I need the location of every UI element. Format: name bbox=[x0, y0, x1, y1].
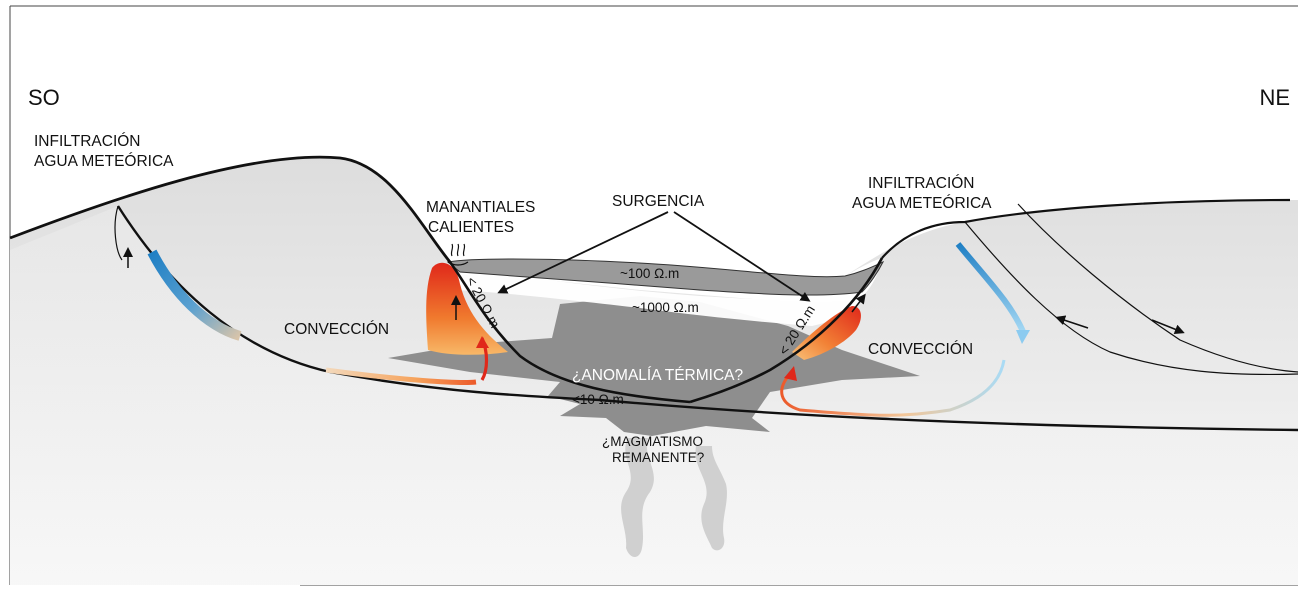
resistivity-10-label: <10 Ω.m bbox=[572, 392, 624, 407]
convection-right-label: CONVECCIÓN bbox=[868, 341, 973, 358]
convection-left-label: CONVECCIÓN bbox=[284, 321, 389, 338]
orientation-left-label: SO bbox=[28, 85, 60, 110]
magmatism-line1: ¿MAGMATISMO bbox=[602, 434, 703, 449]
hot-springs-line2: CALIENTES bbox=[428, 219, 514, 236]
infiltration-left-line2: AGUA METEÓRICA bbox=[34, 153, 174, 170]
thermal-anomaly-label: ¿ANOMALÍA TÉRMICA? bbox=[572, 367, 743, 384]
resistivity-1000-label: ~1000 Ω.m bbox=[632, 300, 699, 315]
upwelling-label: SURGENCIA bbox=[612, 193, 705, 210]
infiltration-left-line1: INFILTRACIÓN bbox=[34, 133, 141, 150]
orientation-right-label: NE bbox=[1259, 85, 1290, 110]
resistivity-100-label: ~100 Ω.m bbox=[620, 266, 679, 281]
magmatism-line2: REMANENTE? bbox=[612, 450, 704, 465]
infiltration-right-line2: AGUA METEÓRICA bbox=[852, 195, 992, 212]
hot-springs-line1: MANANTIALES bbox=[426, 199, 535, 216]
infiltration-right-line1: INFILTRACIÓN bbox=[868, 175, 975, 192]
